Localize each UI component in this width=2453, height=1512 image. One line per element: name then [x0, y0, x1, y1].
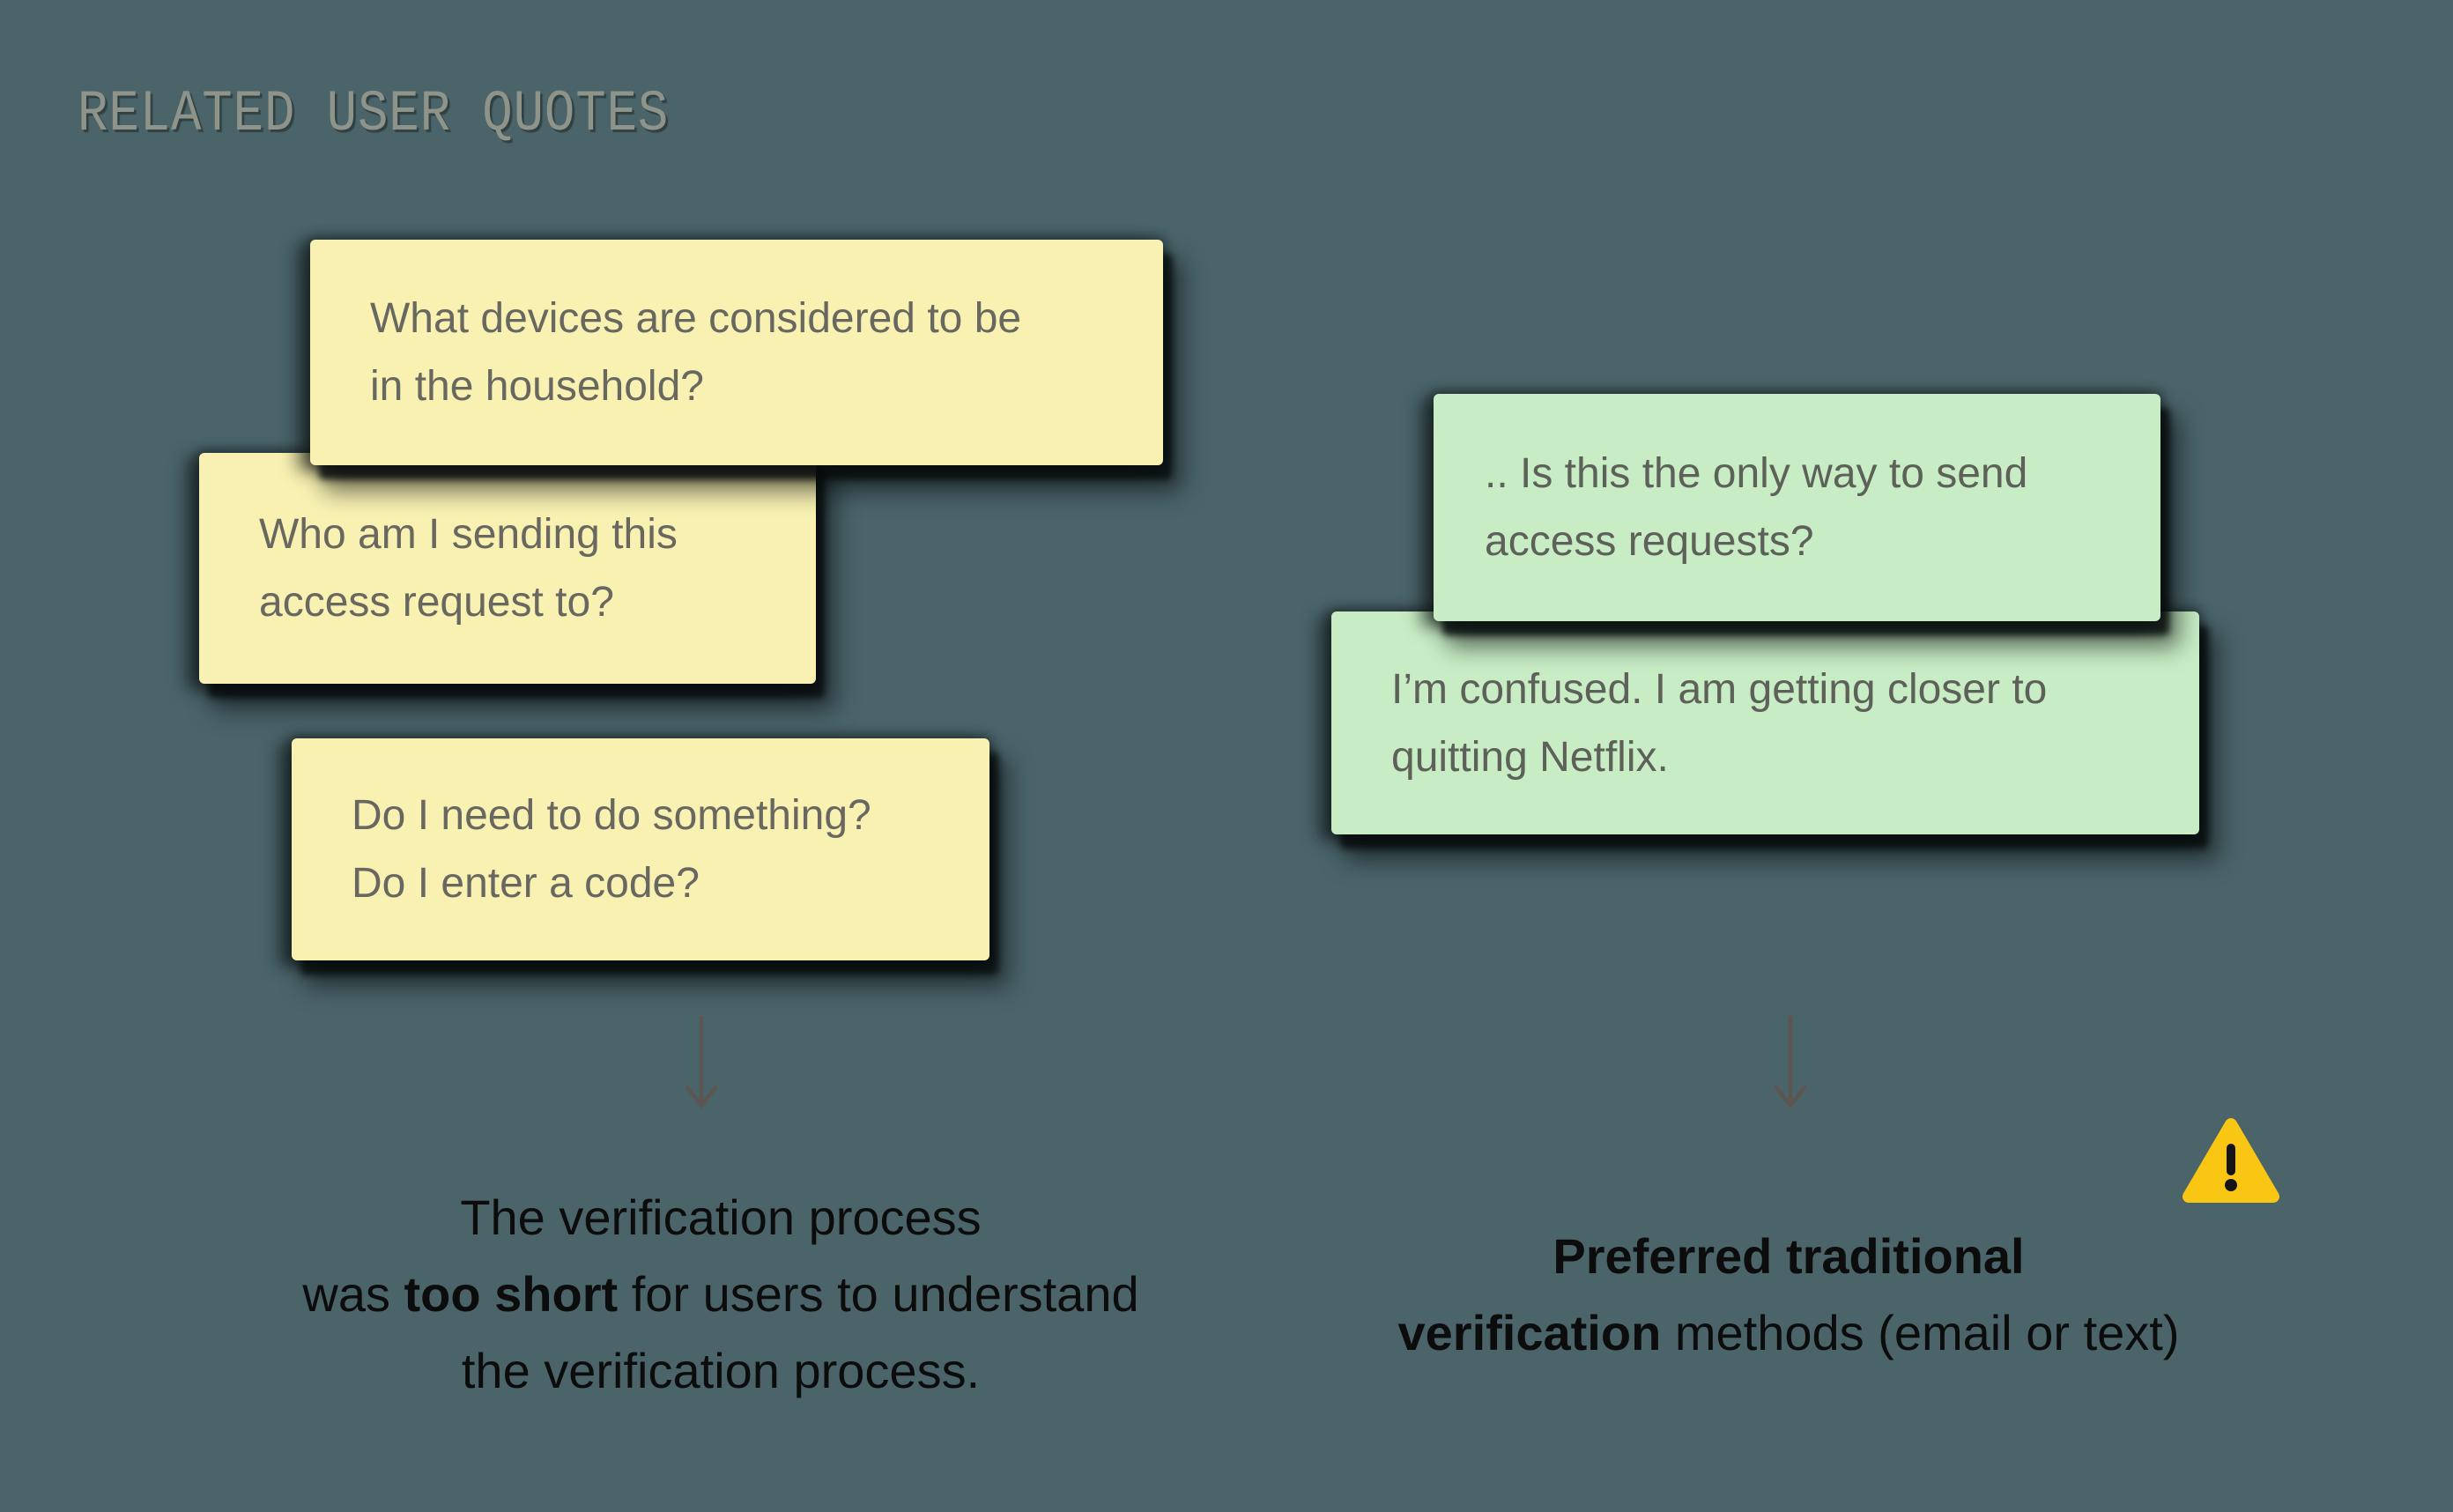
- conclusion-line: Preferred traditional: [1348, 1218, 2229, 1294]
- down-arrow-icon: [685, 1016, 718, 1108]
- sticky-note-confused[interactable]: I’m confused. I am getting closer to qui…: [1331, 611, 2199, 834]
- sticky-note-only-way[interactable]: .. Is this the only way to send access r…: [1434, 394, 2160, 621]
- sticky-note-text: I’m confused. I am getting closer to: [1391, 665, 2048, 713]
- sticky-note-text: in the household?: [370, 363, 704, 410]
- emphasis-verification: verification: [1397, 1305, 1662, 1360]
- sticky-note-devices[interactable]: What devices are considered to be in the…: [310, 240, 1163, 465]
- sticky-note-text: Do I need to do something?: [352, 792, 871, 839]
- emphasis-too-short: too short: [404, 1266, 619, 1322]
- warning-triangle-icon[interactable]: [2182, 1115, 2280, 1207]
- conclusion-right: Preferred traditional verification metho…: [1348, 1218, 2229, 1371]
- conclusion-left: The verification process was too short f…: [280, 1179, 1161, 1409]
- sticky-note-text: .. Is this the only way to send: [1485, 450, 2028, 497]
- down-arrow-icon: [1774, 1016, 1807, 1108]
- sticky-note-code[interactable]: Do I need to do something? Do I enter a …: [292, 738, 989, 960]
- sticky-note-text: quitting Netflix.: [1391, 733, 1669, 781]
- sticky-note-text: What devices are considered to be: [370, 295, 1022, 342]
- sticky-note-sending[interactable]: Who am I sending this access request to?: [199, 453, 816, 684]
- conclusion-line: the verification process.: [461, 1343, 981, 1398]
- sticky-note-text: access request to?: [259, 579, 614, 626]
- conclusion-line: The verification process: [460, 1190, 982, 1245]
- sticky-note-text: Who am I sending this: [259, 511, 678, 558]
- emphasis-preferred-traditional: Preferred traditional: [1553, 1228, 2025, 1284]
- page-title: RELATED USER QUOTES: [78, 81, 670, 147]
- sticky-note-text: Do I enter a code?: [352, 860, 700, 907]
- conclusion-line: verification methods (email or text): [1397, 1305, 2180, 1360]
- conclusion-line: was too short for users to understand: [302, 1266, 1139, 1322]
- sticky-note-text: access requests?: [1485, 518, 1814, 565]
